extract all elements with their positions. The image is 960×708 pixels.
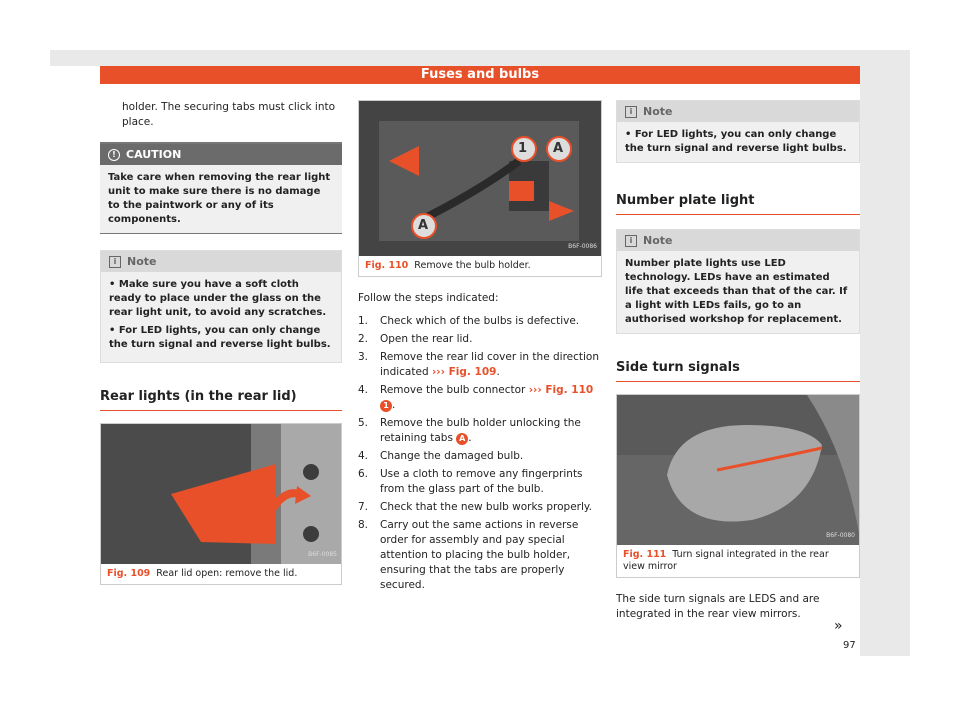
- callout-a: A: [553, 141, 564, 156]
- callout-a: A: [418, 218, 429, 233]
- caption-text: Remove the bulb holder.: [414, 260, 531, 271]
- info-icon: i: [625, 234, 637, 247]
- step-item: 5.Remove the bulb holder unlocking the r…: [358, 417, 581, 445]
- steps-list: 1.Check which of the bulbs is defective.…: [358, 314, 602, 593]
- caution-text: Take care when removing the rear light u…: [108, 172, 331, 225]
- note-title: Note: [643, 105, 673, 118]
- note-item: • Make sure you have a soft cloth ready …: [109, 279, 327, 318]
- callout-badge: 1: [380, 400, 392, 412]
- image-code: B6F-0086: [568, 243, 597, 250]
- callout-badge: A: [456, 433, 469, 445]
- caution-title: CAUTION: [126, 148, 182, 161]
- note-box: i Note • Make sure you have a soft cloth…: [100, 250, 342, 363]
- caution-box: ! CAUTION Take care when removing the re…: [100, 142, 342, 234]
- note-text: • For LED lights, you can only change th…: [625, 129, 847, 154]
- figure-reference-link[interactable]: ››› Fig. 109: [431, 366, 497, 378]
- note-box: i Note Number plate lights use LED techn…: [616, 229, 860, 334]
- step-item: 6.Use a cloth to remove any fingerprints…: [358, 468, 583, 495]
- section-heading: Number plate light: [616, 193, 860, 215]
- step-item: 4.Change the damaged bulb.: [358, 450, 524, 462]
- info-icon: i: [625, 105, 637, 118]
- column-3: i Note • For LED lights, you can only ch…: [616, 100, 860, 622]
- figure-image: B6F-0085: [101, 424, 341, 564]
- figure-image: B6F-0080: [617, 395, 859, 545]
- caution-header: ! CAUTION: [100, 144, 342, 165]
- section-heading: Rear lights (in the rear lid): [100, 389, 342, 411]
- continue-marker: »: [834, 618, 843, 634]
- figure-reference-link[interactable]: ››› Fig. 110: [528, 384, 594, 396]
- note-header: i Note: [101, 251, 341, 272]
- note-box: i Note • For LED lights, you can only ch…: [616, 100, 860, 163]
- rear-lid-illustration: [101, 424, 341, 564]
- caption-text: Rear lid open: remove the lid.: [156, 568, 298, 579]
- callout-1: 1: [518, 141, 528, 156]
- figure-caption: Fig. 109 Rear lid open: remove the lid.: [101, 564, 341, 584]
- step-item: 4.Remove the bulb connector ››› Fig. 110…: [358, 384, 594, 412]
- caption-text: Turn signal integrated in the rear view …: [623, 549, 829, 572]
- note-item: • For LED lights, you can only change th…: [109, 325, 331, 350]
- figure-label: Fig. 109: [107, 568, 151, 579]
- step-item: 7.Check that the new bulb works properly…: [358, 501, 592, 513]
- image-code: B6F-0080: [826, 532, 855, 539]
- column-1: holder. The securing tabs must click int…: [100, 100, 342, 585]
- image-code: B6F-0085: [308, 551, 337, 558]
- step-item: 2.Open the rear lid.: [358, 333, 473, 345]
- column-2: 1 A A B6F-0086 Fig. 110 Remove the bulb h…: [358, 100, 602, 596]
- page-header: Fuses and bulbs: [100, 66, 860, 84]
- bulb-holder-illustration: [359, 101, 601, 256]
- note-body: • Make sure you have a soft cloth ready …: [101, 272, 341, 362]
- figure-109: B6F-0085 Fig. 109 Rear lid open: remove t…: [100, 423, 342, 585]
- intro-text: holder. The securing tabs must click int…: [122, 101, 336, 128]
- figure-image: 1 A A B6F-0086: [359, 101, 601, 256]
- figure-110: 1 A A B6F-0086 Fig. 110 Remove the bulb h…: [358, 100, 602, 277]
- step-item: 3.Remove the rear lid cover in the direc…: [358, 351, 600, 378]
- warning-icon: !: [108, 148, 120, 161]
- note-header: i Note: [617, 230, 859, 251]
- figure-caption: Fig. 110 Remove the bulb holder.: [359, 256, 601, 276]
- note-title: Note: [127, 255, 157, 268]
- step-item: 1.Check which of the bulbs is defective.: [358, 315, 580, 327]
- steps-intro: Follow the steps indicated:: [358, 292, 499, 304]
- note-title: Note: [643, 234, 673, 247]
- step-item: 8.Carry out the same actions in reverse …: [358, 519, 579, 591]
- figure-label: Fig. 110: [365, 260, 409, 271]
- mirror-illustration: [617, 395, 859, 545]
- info-icon: i: [109, 255, 121, 268]
- body-text: The side turn signals are LEDS and are i…: [616, 593, 820, 620]
- note-header: i Note: [617, 101, 859, 122]
- section-heading: Side turn signals: [616, 360, 860, 382]
- page-number: 97: [843, 640, 856, 651]
- figure-label: Fig. 111: [623, 549, 667, 560]
- note-text: Number plate lights use LED technology. …: [625, 258, 848, 325]
